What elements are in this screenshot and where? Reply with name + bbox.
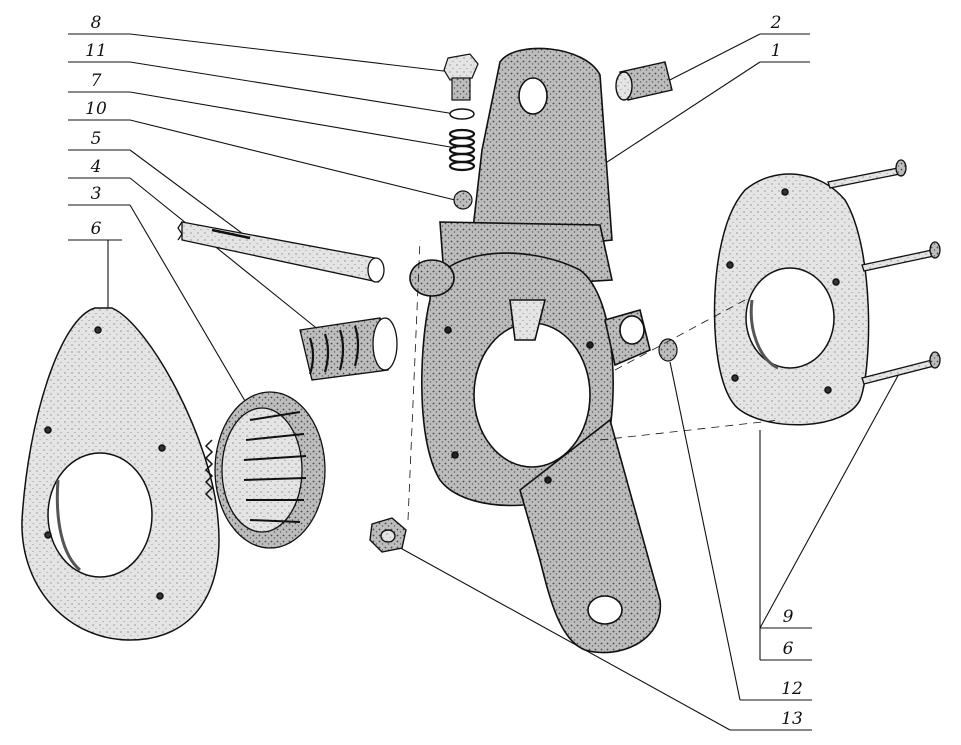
bolt	[443, 53, 479, 101]
callout-9: 9	[783, 607, 794, 627]
lever-body	[409, 47, 662, 654]
callout-4: 4	[90, 157, 102, 177]
callout-8: 8	[91, 13, 102, 33]
bushing	[615, 61, 673, 101]
callout-1: 1	[771, 41, 782, 61]
plug	[658, 338, 678, 362]
left-cover-plate	[21, 307, 220, 641]
callout-2: 2	[770, 13, 782, 33]
callout-3: 3	[91, 184, 102, 204]
washer	[449, 108, 475, 120]
callout-labels: 8 11 7 10 5 4 3 6 2 1 9 6 12 13	[85, 13, 803, 729]
callout-5: 5	[91, 129, 102, 149]
spring	[448, 128, 476, 172]
rivets	[827, 159, 941, 385]
callout-13: 13	[781, 709, 803, 729]
worm	[299, 317, 398, 381]
callout-10: 10	[85, 99, 107, 119]
callout-6-right: 6	[783, 639, 794, 659]
axis-dash-lines	[407, 239, 781, 521]
callout-12: 12	[781, 679, 803, 699]
nut	[369, 517, 407, 553]
callout-6-left: 6	[91, 219, 102, 239]
worm-shaft	[177, 221, 385, 283]
leader-lines	[68, 33, 901, 731]
worm-gear	[204, 391, 326, 549]
right-cover-plate	[713, 173, 870, 426]
callout-11: 11	[85, 41, 107, 61]
callout-7: 7	[91, 71, 102, 91]
ball	[453, 190, 473, 210]
